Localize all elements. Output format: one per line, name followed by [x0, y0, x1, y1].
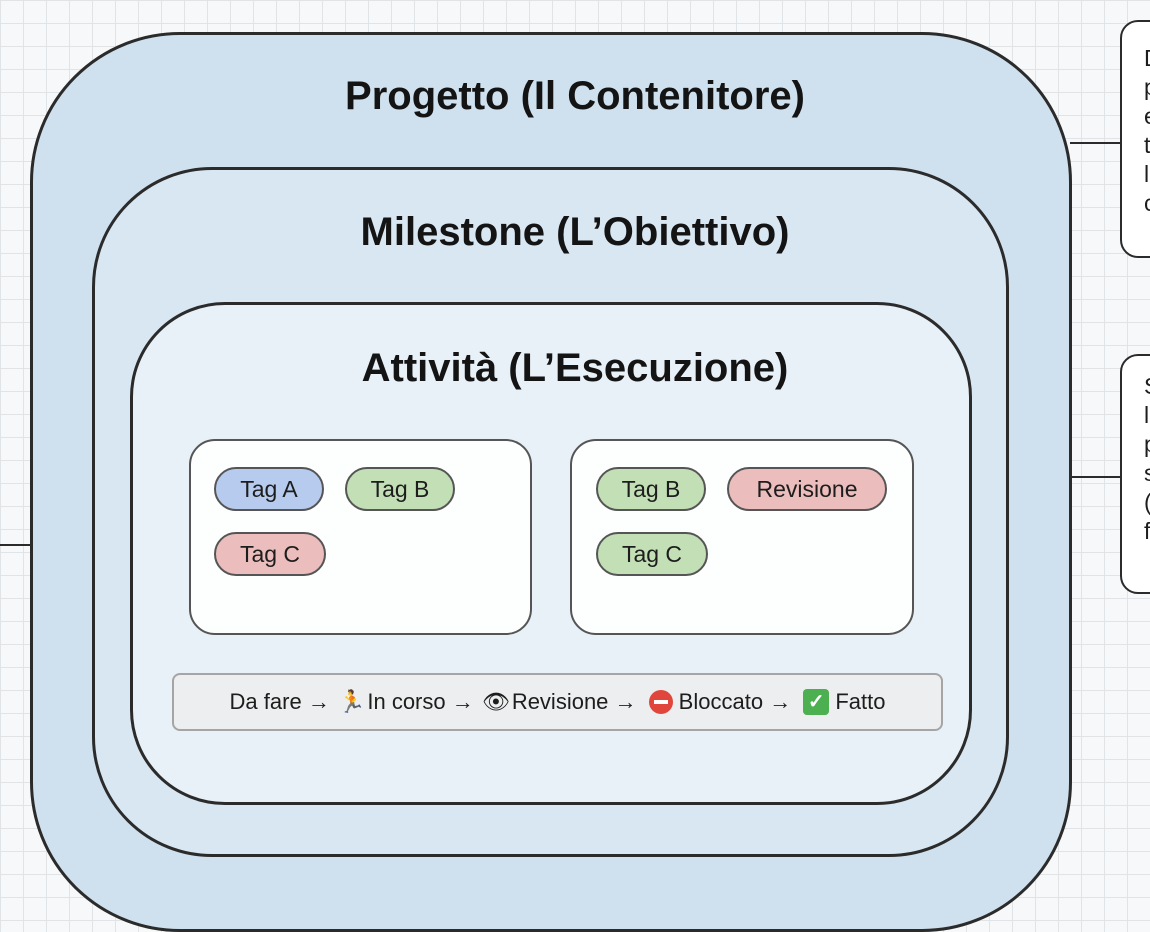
- tag-label: Revisione: [756, 475, 858, 502]
- milestone-title: Milestone (L’Obiettivo): [360, 210, 790, 254]
- note-line: t: [1144, 132, 1150, 158]
- tag-label: Tag B: [621, 475, 681, 502]
- arrow: →: [614, 689, 637, 714]
- note-line: c: [1144, 189, 1150, 218]
- note-line: l: [1144, 402, 1150, 428]
- note-line: l: [1144, 161, 1150, 187]
- eye-icon: 👁: [481, 689, 510, 714]
- side-note-1: D p e t l c: [1120, 20, 1150, 258]
- tag-label: Tag C: [621, 540, 683, 567]
- note-line: p: [1144, 430, 1150, 459]
- project-title: Progetto (Il Contenitore): [345, 74, 805, 118]
- tag-a-pill[interactable]: Tag A: [214, 467, 324, 511]
- arrow: →: [769, 689, 792, 714]
- tag-b-pill[interactable]: Tag B: [596, 467, 706, 511]
- running-person-icon: 🏃: [337, 689, 366, 714]
- no-entry-icon: [648, 690, 673, 714]
- note-line: e: [1144, 102, 1150, 131]
- step-da-fare: Da fare: [229, 689, 302, 714]
- step-fatto: Fatto: [835, 689, 886, 714]
- left-connector-line: [0, 544, 58, 546]
- step-bloccato: Bloccato: [678, 689, 764, 714]
- note-line: S: [1144, 372, 1150, 401]
- revisione-pill[interactable]: Revisione: [727, 467, 887, 511]
- arrow: →: [307, 689, 330, 714]
- step-in-corso: In corso: [367, 689, 446, 714]
- workflow-bar: Da fare → 🏃 In corso → 👁 Revisione → Blo…: [172, 673, 943, 731]
- tag-b-pill[interactable]: Tag B: [345, 467, 455, 511]
- note-line: f: [1144, 518, 1150, 544]
- note-line: p: [1144, 73, 1150, 102]
- step-revisione: Revisione: [511, 689, 609, 714]
- tag-c-pill[interactable]: Tag C: [214, 532, 326, 576]
- tag-label: Tag C: [239, 540, 301, 567]
- tag-label: Tag B: [370, 475, 430, 502]
- top-right-connector-line: [1070, 142, 1122, 144]
- note-line: (: [1144, 488, 1150, 517]
- arrow: →: [451, 689, 474, 714]
- note-line: s: [1144, 459, 1150, 488]
- activity-title: Attività (L’Esecuzione): [361, 346, 789, 390]
- mid-right-connector-line: [1043, 476, 1122, 478]
- tag-c-pill[interactable]: Tag C: [596, 532, 708, 576]
- check-mark-icon: ✓: [803, 689, 830, 715]
- tag-label: Tag A: [240, 475, 298, 502]
- note-line: D: [1144, 44, 1150, 73]
- side-note-2: S l p s ( f: [1120, 354, 1150, 594]
